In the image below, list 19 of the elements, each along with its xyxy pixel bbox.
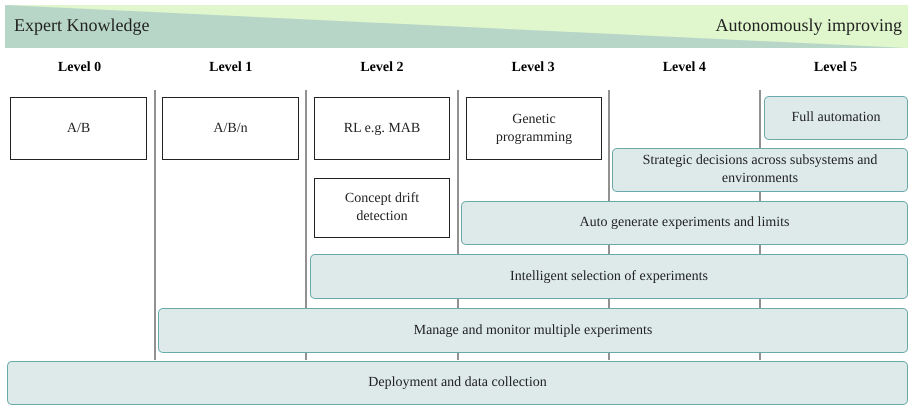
capability-bar: Intelligent selection of experiments (310, 254, 908, 299)
level-heading: Level 0 (56, 60, 102, 76)
capability-bar: Auto generate experiments and limits (461, 201, 908, 245)
level-heading: Level 4 (662, 60, 707, 76)
level-heading: Level 5 (812, 60, 858, 76)
method-box: Genetic programming (466, 97, 602, 160)
capability-bar: Deployment and data collection (7, 361, 908, 405)
level-heading: Level 1 (208, 60, 254, 76)
level-heading: Level 2 (359, 60, 404, 76)
band-label: Autonomously improving (715, 15, 902, 36)
method-box: Concept drift detection (314, 178, 450, 238)
capability-bar: Strategic decisions across subsystems and environments (612, 148, 908, 192)
level-heading: Level 3 (510, 60, 556, 76)
band-label: Expert Knowledge (14, 15, 150, 36)
method-box: A/B/n (162, 97, 299, 160)
capability-bar: Full automation (764, 96, 908, 140)
capability-bar: Manage and monitor multiple experiments (158, 308, 908, 353)
method-box: A/B (10, 97, 147, 160)
method-box: RL e.g. MAB (314, 97, 450, 160)
